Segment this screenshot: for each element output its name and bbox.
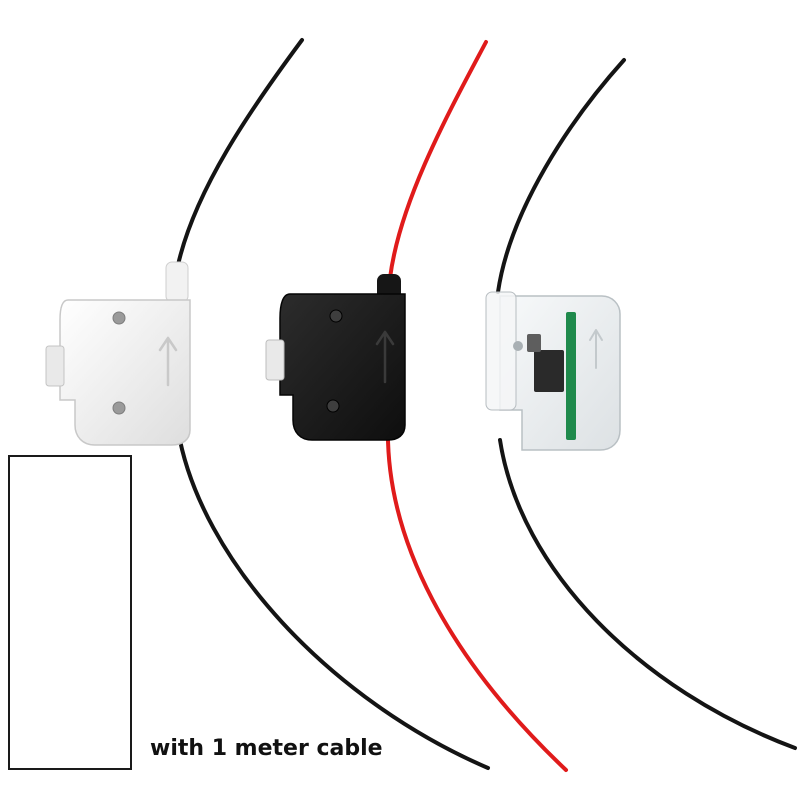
filament-red-bottom: [385, 423, 568, 772]
micro-switch: [534, 350, 564, 392]
sensor-body: [59, 299, 191, 446]
filament-black-right-bottom: [498, 438, 797, 750]
arrow-icon: [158, 336, 178, 387]
sensor-connector: [45, 345, 65, 387]
screw-hole: [513, 341, 523, 351]
filament-red-top: [388, 40, 488, 280]
cable-caption: with 1 meter cable: [150, 736, 383, 761]
transparent-filament-sensor: [485, 58, 797, 750]
sensor-tube: [165, 261, 189, 303]
switch-lever: [527, 334, 541, 352]
filament-black-left-top: [176, 38, 304, 267]
sensor-tube: [485, 291, 517, 411]
pcb-board: [566, 312, 576, 440]
screw-hole: [112, 311, 126, 325]
filament-black-left-bottom: [176, 428, 490, 770]
arrow-icon: [589, 329, 603, 369]
sensor-body: [279, 293, 406, 441]
cable-inset-frame: [8, 455, 132, 770]
screw-hole: [112, 401, 126, 415]
arrow-icon: [375, 330, 395, 384]
sensor-connector: [265, 339, 285, 381]
screw-hole: [329, 309, 343, 323]
white-filament-sensor: [45, 38, 490, 770]
black-filament-sensor: [265, 40, 568, 772]
filament-black-right-top: [496, 58, 626, 294]
screw-hole: [326, 399, 340, 413]
